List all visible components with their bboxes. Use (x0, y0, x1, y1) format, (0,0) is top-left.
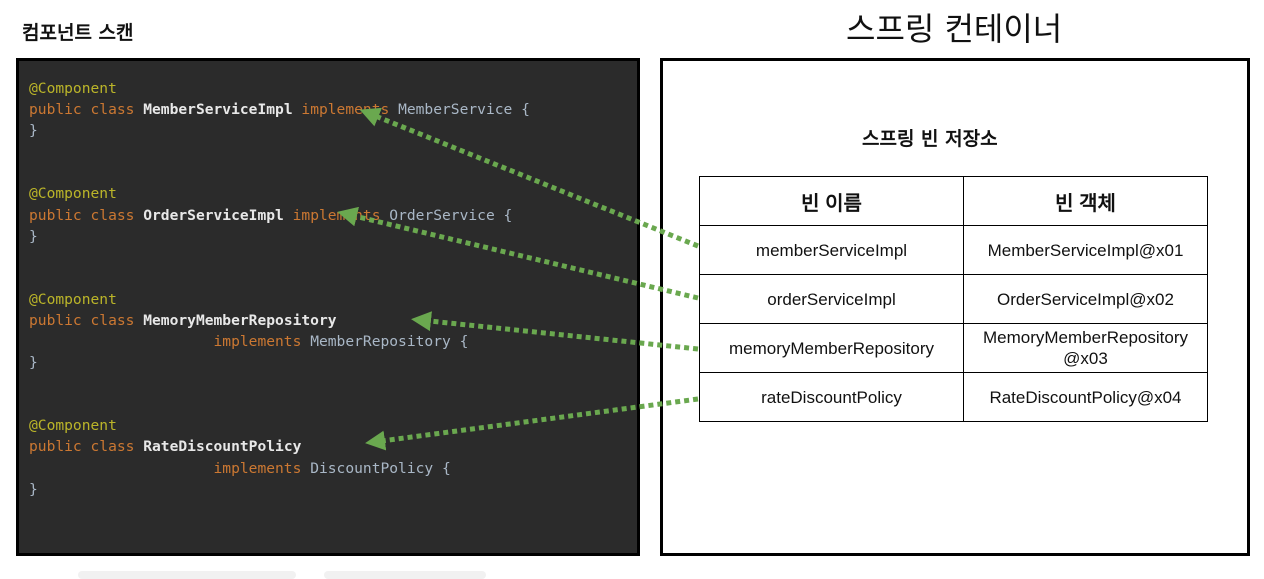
code-class-line: public class RateDiscountPolicy (29, 437, 301, 457)
code-annotation-line: @Component (29, 184, 117, 204)
spring-container-title: 스프링 컨테이너 (846, 10, 1063, 48)
annotation: @Component (29, 417, 117, 434)
open-brace: { (521, 101, 530, 118)
bean-name-cell: memoryMemberRepository (699, 323, 964, 373)
arrow-memory-member-repository (411, 311, 699, 352)
open-brace: { (442, 460, 451, 477)
table-row: memberServiceImpl MemberServiceImpl@x01 (699, 225, 1208, 275)
interface-name: DiscountPolicy (310, 460, 434, 477)
table-row: memoryMemberRepository MemoryMemberRepos… (699, 323, 1208, 373)
implements-keyword: implements (213, 333, 302, 350)
header-bean-object: 빈 객체 (963, 176, 1208, 226)
arrow-order-service (337, 206, 699, 301)
open-brace: { (459, 333, 469, 350)
class-keywords: public class (29, 312, 135, 329)
bean-table: 빈 이름 빈 객체 memberServiceImpl MemberServic… (699, 176, 1208, 422)
close-brace: } (29, 122, 38, 139)
code-annotation-line: @Component (29, 290, 117, 310)
bean-name-cell: rateDiscountPolicy (699, 372, 964, 422)
bean-name-cell: memberServiceImpl (699, 225, 964, 275)
faint-bar (324, 571, 486, 579)
class-keywords: public class (29, 438, 135, 455)
interface-name: MemberRepository (310, 333, 451, 350)
table-header-row: 빈 이름 빈 객체 (699, 176, 1208, 226)
open-brace: { (503, 207, 513, 224)
class-keywords: public class (29, 101, 135, 118)
class-name: OrderServiceImpl (143, 207, 284, 224)
interface-name: OrderService (389, 207, 495, 224)
faint-bar (78, 571, 296, 579)
arrow-rate-discount-policy (365, 396, 699, 451)
annotation: @Component (29, 80, 117, 97)
code-annotation-line: @Component (29, 416, 117, 436)
bean-name-cell: orderServiceImpl (699, 274, 964, 324)
bean-object-cell: MemberServiceImpl@x01 (963, 225, 1208, 275)
code-class-line: public class MemoryMemberRepository (29, 311, 337, 331)
code-close-line: } (29, 121, 38, 141)
class-name: MemoryMemberRepository (143, 312, 337, 329)
bean-object-cell: RateDiscountPolicy@x04 (963, 372, 1208, 422)
code-implements-line: implements MemberRepository { (29, 332, 469, 352)
code-implements-line: implements DiscountPolicy { (29, 459, 451, 479)
annotation: @Component (29, 185, 117, 202)
bean-repository-title: 스프링 빈 저장소 (862, 128, 998, 150)
class-keywords: public class (29, 207, 135, 224)
class-name: RateDiscountPolicy (143, 438, 302, 455)
code-class-line: public class OrderServiceImpl implements… (29, 206, 512, 226)
component-scan-title: 컴포넌트 스캔 (22, 22, 134, 44)
code-annotation-line: @Component (29, 79, 117, 99)
code-close-line: } (29, 227, 38, 247)
close-brace: } (29, 228, 38, 245)
code-class-line: public class MemberServiceImpl implement… (29, 100, 530, 120)
bean-object-line2: @x03 (1063, 349, 1108, 368)
table-row: rateDiscountPolicy RateDiscountPolicy@x0… (699, 372, 1208, 422)
bean-object-cell: OrderServiceImpl@x02 (963, 274, 1208, 324)
implements-keyword: implements (213, 460, 302, 477)
table-row: orderServiceImpl OrderServiceImpl@x02 (699, 274, 1208, 324)
close-brace: } (29, 354, 38, 371)
annotation: @Component (29, 291, 117, 308)
interface-name: MemberService (398, 101, 513, 118)
bean-object-line1: MemoryMemberRepository (983, 328, 1188, 347)
code-close-line: } (29, 480, 38, 500)
class-name: MemberServiceImpl (143, 101, 293, 118)
code-close-line: } (29, 353, 38, 373)
code-panel: @Component public class MemberServiceImp… (16, 58, 640, 556)
close-brace: } (29, 481, 38, 498)
header-bean-name: 빈 이름 (699, 176, 964, 226)
arrow-member-service (359, 107, 699, 249)
